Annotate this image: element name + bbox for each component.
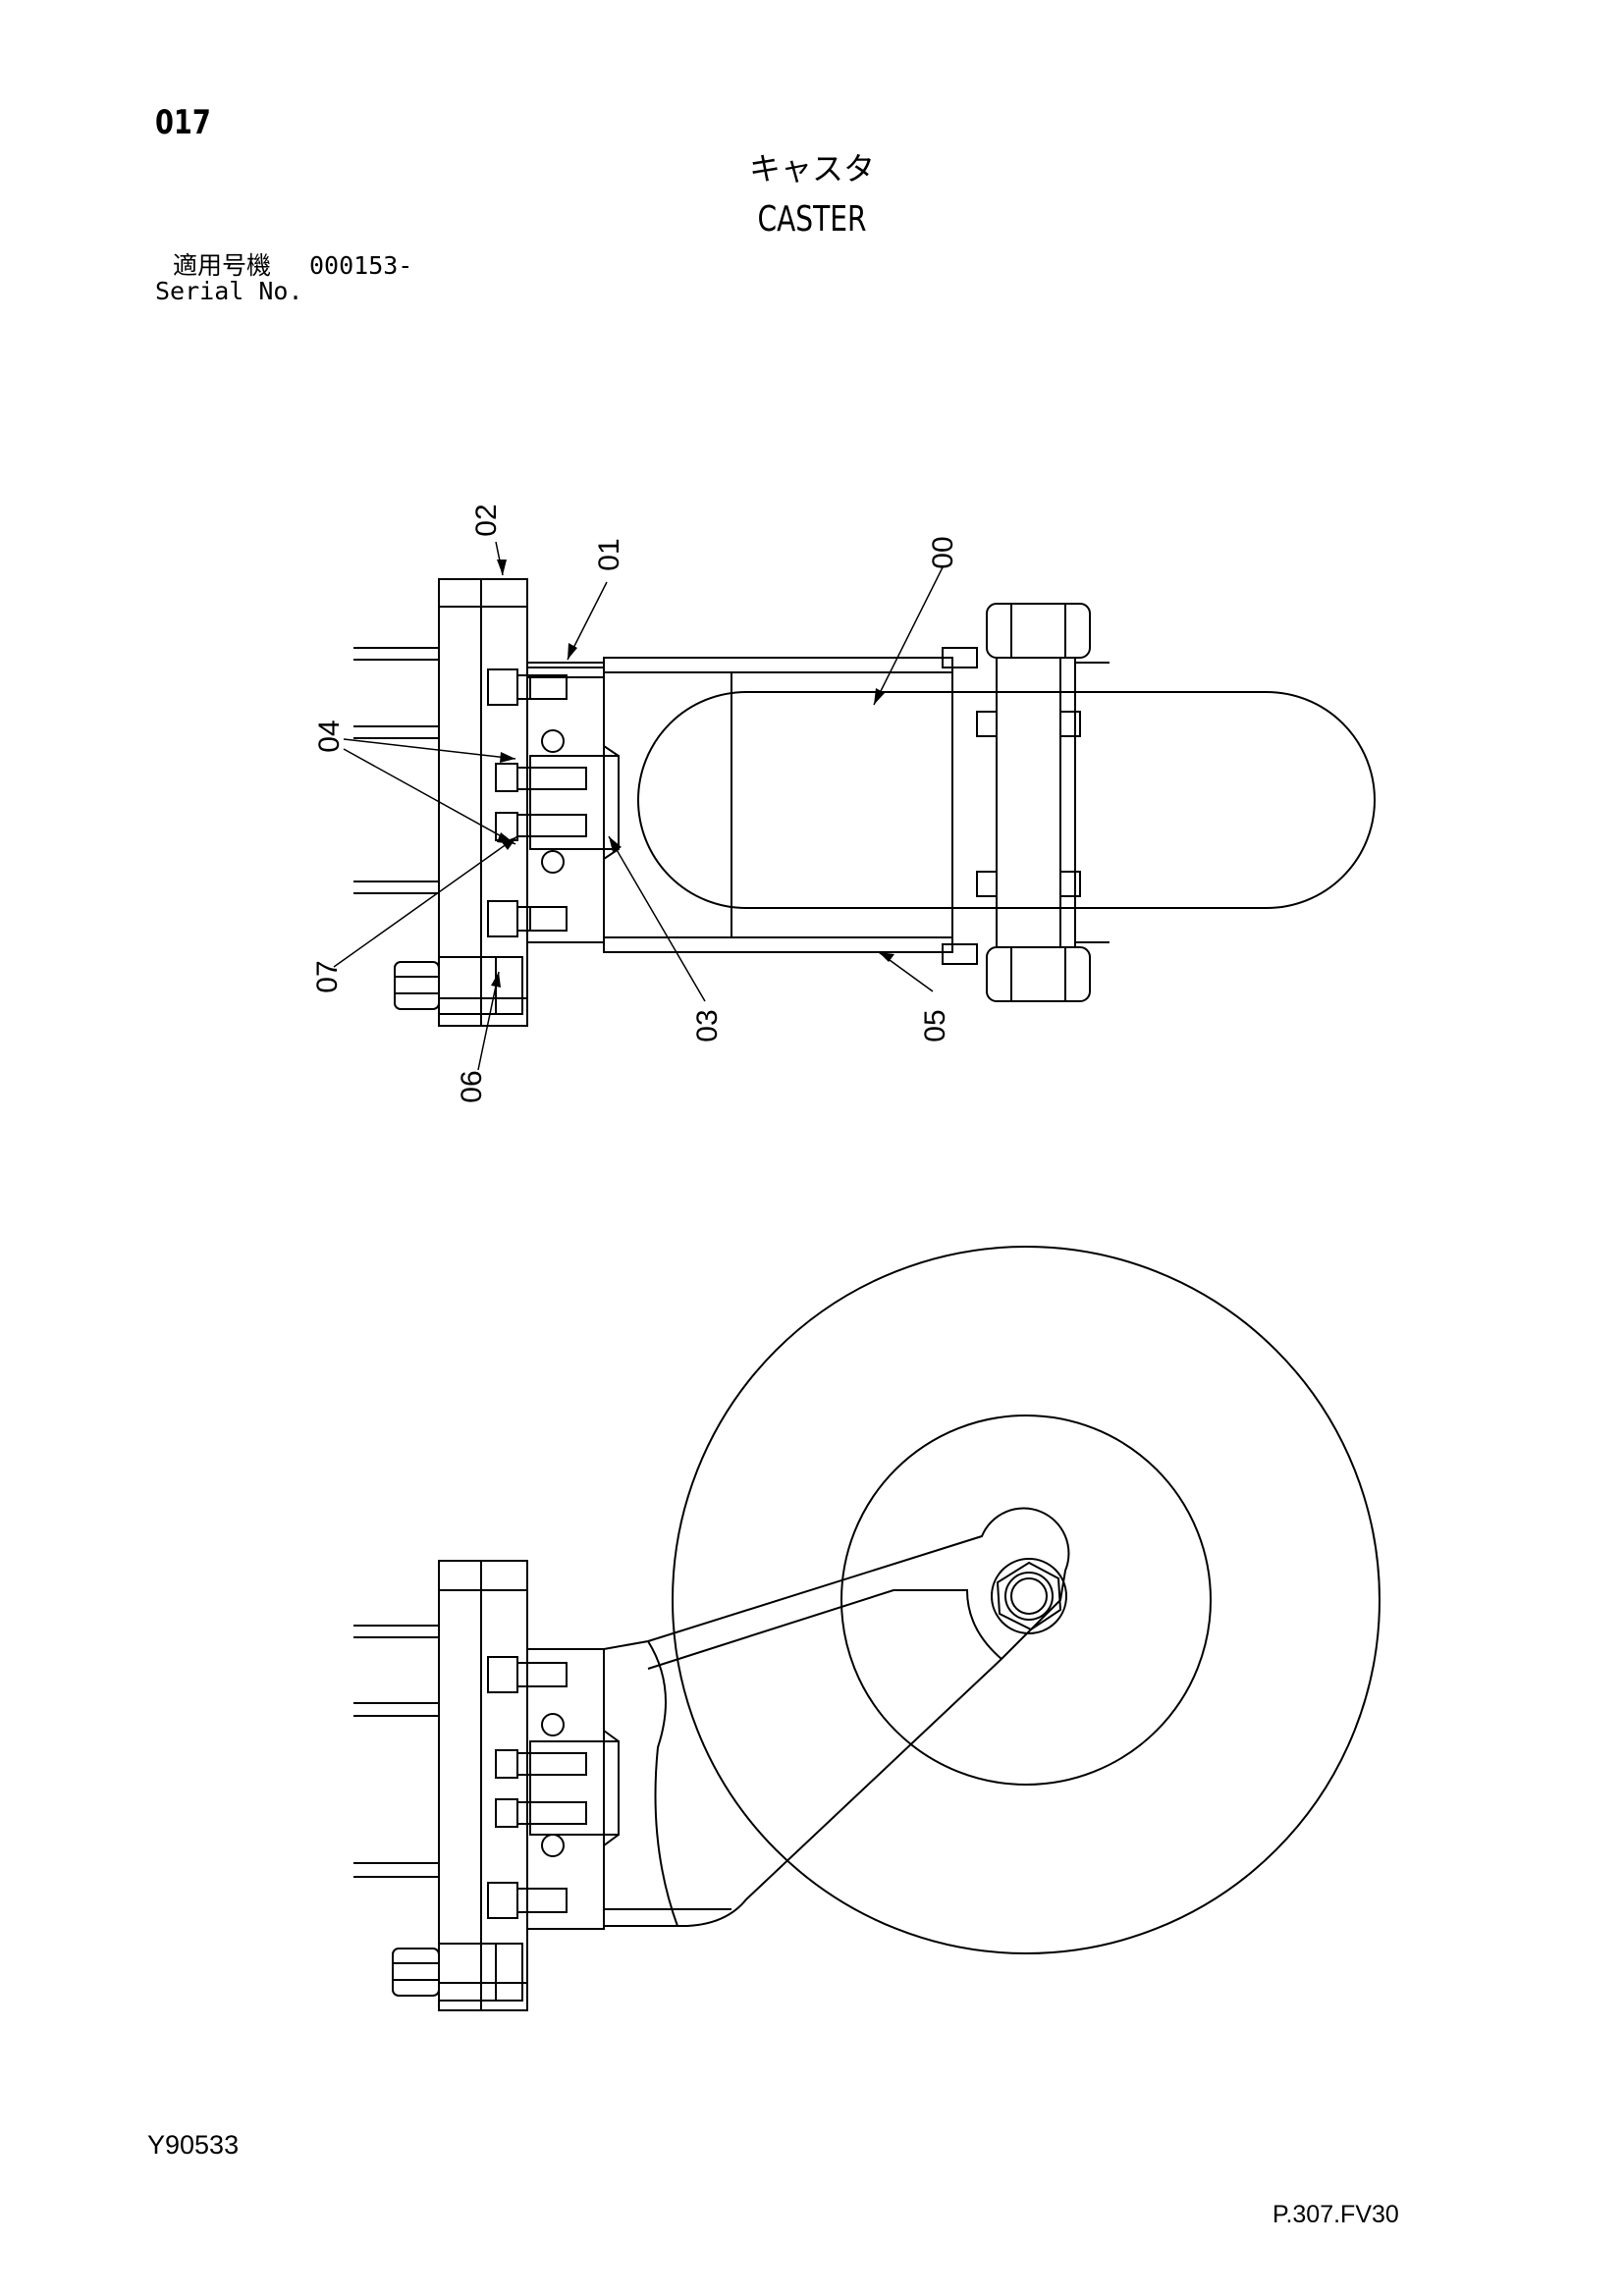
side-view	[353, 1246, 1380, 2011]
title-japanese: キャスタ	[748, 150, 875, 187]
title-english: CASTER	[757, 199, 867, 240]
callout-00: 00	[927, 536, 959, 568]
callout-05: 05	[919, 1009, 951, 1041]
side-fork-inner	[647, 1589, 1002, 1670]
callout-01: 01	[593, 538, 625, 570]
callout-07: 07	[311, 960, 344, 992]
side-shaft-lines	[353, 1625, 439, 1878]
callout-03: 03	[691, 1009, 724, 1041]
side-bolt-nut	[392, 1943, 523, 2002]
top-mounting-plate	[438, 578, 528, 1027]
top-bearing-ball-upper	[541, 729, 565, 753]
side-fork-edge	[647, 1640, 678, 1927]
side-wheel-hub	[840, 1415, 1212, 1786]
top-view: 02 01 00 04 07 03 05 06	[311, 504, 1376, 1103]
top-bearing-housing	[526, 667, 605, 943]
side-axle-nut	[991, 1558, 1067, 1634]
side-bolts	[487, 1656, 568, 1919]
side-hub	[495, 1729, 620, 1847]
side-bearing-ball-lower	[541, 1834, 565, 1857]
callout-04: 04	[313, 720, 346, 752]
top-bearing-ball-lower	[541, 850, 565, 874]
figure-number: Y90533	[147, 2130, 240, 2160]
top-shaft-lines	[353, 647, 439, 894]
top-axle	[976, 603, 1110, 1002]
side-wheel-outer	[672, 1246, 1380, 1954]
top-upper-bolt	[487, 668, 568, 706]
top-arrowheads	[491, 560, 894, 988]
callout-02: 02	[470, 504, 503, 536]
callout-06: 06	[456, 1070, 488, 1102]
top-fork	[603, 647, 978, 965]
side-bearing-ball-upper	[541, 1713, 565, 1736]
top-bolt-nut	[394, 956, 523, 1015]
page-reference: P.307.FV30	[1272, 2201, 1399, 2228]
top-lower-bolt	[487, 900, 568, 937]
top-hub	[495, 744, 620, 861]
serial-value: 000153-	[309, 251, 413, 280]
serial-label-japanese: 適用号機	[173, 251, 272, 280]
side-fork-arm	[603, 1507, 1070, 1927]
serial-label-english: Serial No.	[155, 277, 303, 305]
page-code: 017	[155, 103, 211, 142]
top-wheel	[637, 691, 1376, 909]
side-bearing-housing	[526, 1648, 605, 1930]
